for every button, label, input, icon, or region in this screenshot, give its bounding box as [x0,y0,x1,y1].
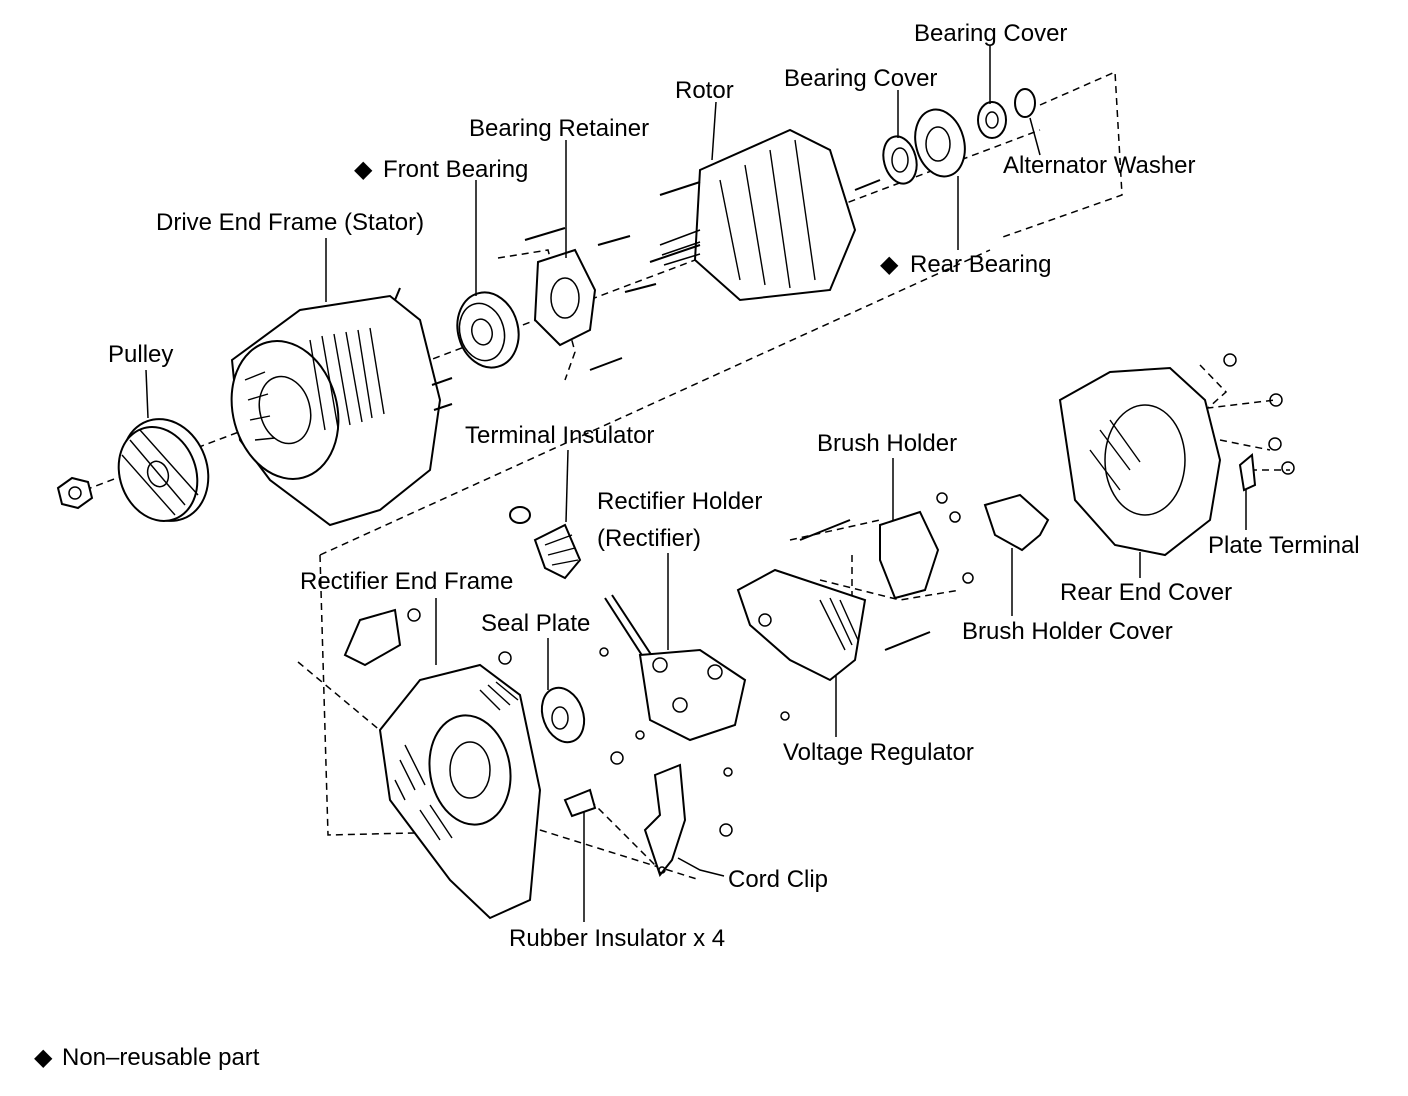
non-reusable-marker-front-bearing: ◆ [354,156,373,183]
label-rectifier-holder-sub: (Rectifier) [597,525,701,552]
label-cord-clip: Cord Clip [728,866,828,893]
part-labels: Bearing Cover Bearing Cover Rotor Bearin… [108,20,1360,952]
terminal-insulator-part [509,506,582,580]
legend-text: Non–reusable part [62,1044,260,1071]
label-plate-terminal: Plate Terminal [1208,532,1360,559]
label-alternator-washer: Alternator Washer [1003,152,1196,179]
drive-end-frame-part [230,287,453,527]
rectifier-end-frame-part [343,608,542,920]
bearing-retainer-part [524,227,657,371]
rubber-insulator-part [563,788,597,818]
brush-holder-part [879,492,974,600]
pulley-part [56,418,210,522]
label-drive-end-frame: Drive End Frame (Stator) [156,209,424,236]
front-bearing-part [456,291,520,369]
label-brush-holder: Brush Holder [817,430,957,457]
rectifier-holder-part [599,594,790,837]
seal-plate-part [540,686,586,744]
label-terminal-insulator: Terminal Insulator [465,422,654,449]
label-voltage-regulator: Voltage Regulator [783,739,974,766]
label-front-bearing: Front Bearing [383,156,528,183]
label-rectifier-end-frame: Rectifier End Frame [300,568,513,595]
label-brush-holder-cover: Brush Holder Cover [962,618,1173,645]
cord-clip-part [643,763,687,878]
rear-bearing-group [882,88,1036,185]
label-rotor: Rotor [675,77,734,104]
label-rubber-insulator: Rubber Insulator x 4 [509,925,725,952]
label-rear-bearing: Rear Bearing [910,251,1051,278]
voltage-regulator-part [736,519,931,682]
label-rectifier-holder: Rectifier Holder [597,488,762,515]
label-bearing-cover: Bearing Cover [784,65,937,92]
label-bearing-retainer: Bearing Retainer [469,115,649,142]
leader-lines [145,45,1247,922]
legend: ◆ Non–reusable part [34,1044,260,1071]
brush-holder-cover-part [983,493,1050,552]
plate-terminal-part [1238,453,1257,492]
rear-end-cover-part [1058,353,1295,557]
label-rear-end-cover: Rear End Cover [1060,579,1232,606]
label-pulley: Pulley [108,341,173,368]
rotor-part [649,128,881,302]
label-seal-plate: Seal Plate [481,610,590,637]
legend-marker: ◆ [34,1044,53,1071]
label-bearing-cover-top: Bearing Cover [914,20,1067,47]
non-reusable-marker-rear-bearing: ◆ [880,251,899,278]
